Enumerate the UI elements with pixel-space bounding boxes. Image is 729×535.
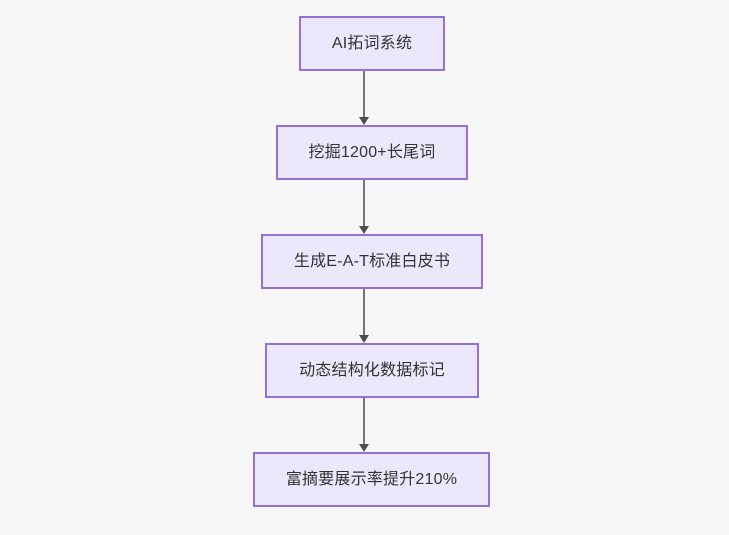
- connector-line: [363, 398, 365, 445]
- flow-connector-1-to-2: [357, 71, 371, 125]
- flow-connector-4-to-5: [357, 398, 371, 452]
- flow-node-generate-eat-whitepaper[interactable]: 生成E-A-T标准白皮书: [261, 234, 483, 289]
- flow-node-dynamic-structured-data-markup[interactable]: 动态结构化数据标记: [265, 343, 479, 398]
- flow-connector-3-to-4: [357, 289, 371, 343]
- arrowhead-down-icon: [359, 444, 369, 452]
- flow-node-mine-longtail-keywords[interactable]: 挖掘1200+长尾词: [276, 125, 468, 180]
- connector-line: [363, 289, 365, 336]
- flow-connector-2-to-3: [357, 180, 371, 234]
- connector-line: [363, 180, 365, 227]
- flow-node-ai-keyword-system[interactable]: AI拓词系统: [299, 16, 445, 71]
- flow-node-rich-snippet-impression-uplift[interactable]: 富摘要展示率提升210%: [253, 452, 490, 507]
- arrowhead-down-icon: [359, 335, 369, 343]
- connector-line: [363, 71, 365, 118]
- arrowhead-down-icon: [359, 226, 369, 234]
- arrowhead-down-icon: [359, 117, 369, 125]
